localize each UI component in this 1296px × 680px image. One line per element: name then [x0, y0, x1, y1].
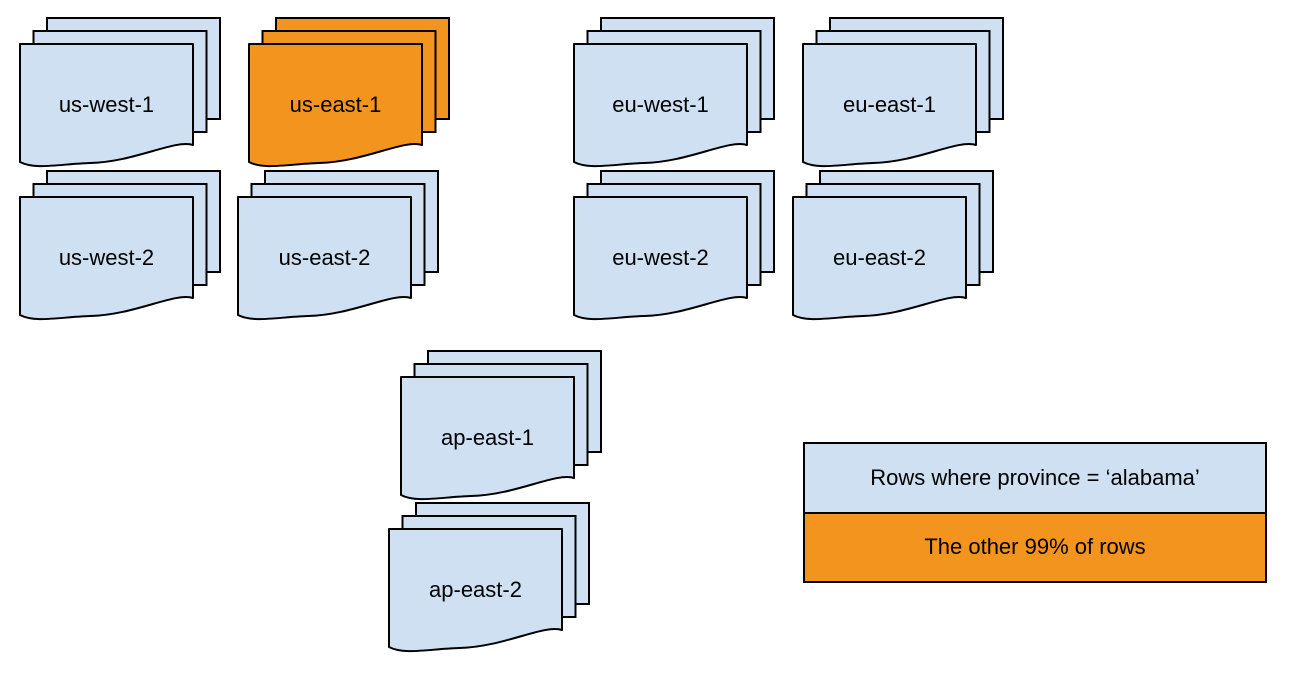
- region-stack-ap-east-2: ap-east-2: [388, 502, 618, 656]
- legend-row-label: The other 99% of rows: [924, 534, 1146, 560]
- document-stack-icon: [248, 17, 450, 168]
- legend-row: The other 99% of rows: [805, 511, 1265, 581]
- document-stack-icon: [19, 170, 221, 321]
- document-stack-icon: [573, 17, 775, 168]
- region-stack-us-west-1: us-west-1: [19, 17, 249, 171]
- document-stack-icon: [792, 170, 994, 321]
- legend-row-label: Rows where province = ‘alabama’: [870, 464, 1200, 490]
- region-stack-ap-east-1: ap-east-1: [400, 350, 630, 504]
- document-stack-icon: [573, 170, 775, 321]
- document-stack-icon: [802, 17, 1004, 168]
- document-stack-icon: [19, 17, 221, 168]
- legend-row: Rows where province = ‘alabama’: [805, 444, 1265, 512]
- region-stack-eu-west-2: eu-west-2: [573, 170, 803, 324]
- region-stack-eu-west-1: eu-west-1: [573, 17, 803, 171]
- region-stack-us-east-1: us-east-1: [248, 17, 478, 171]
- document-stack-icon: [237, 170, 439, 321]
- legend-box: Rows where province = ‘alabama’ The othe…: [803, 442, 1267, 583]
- document-stack-icon: [388, 502, 590, 653]
- region-stack-us-east-2: us-east-2: [237, 170, 467, 324]
- document-stack-icon: [400, 350, 602, 501]
- region-stack-eu-east-2: eu-east-2: [792, 170, 1022, 324]
- region-stack-us-west-2: us-west-2: [19, 170, 249, 324]
- region-stack-eu-east-1: eu-east-1: [802, 17, 1032, 171]
